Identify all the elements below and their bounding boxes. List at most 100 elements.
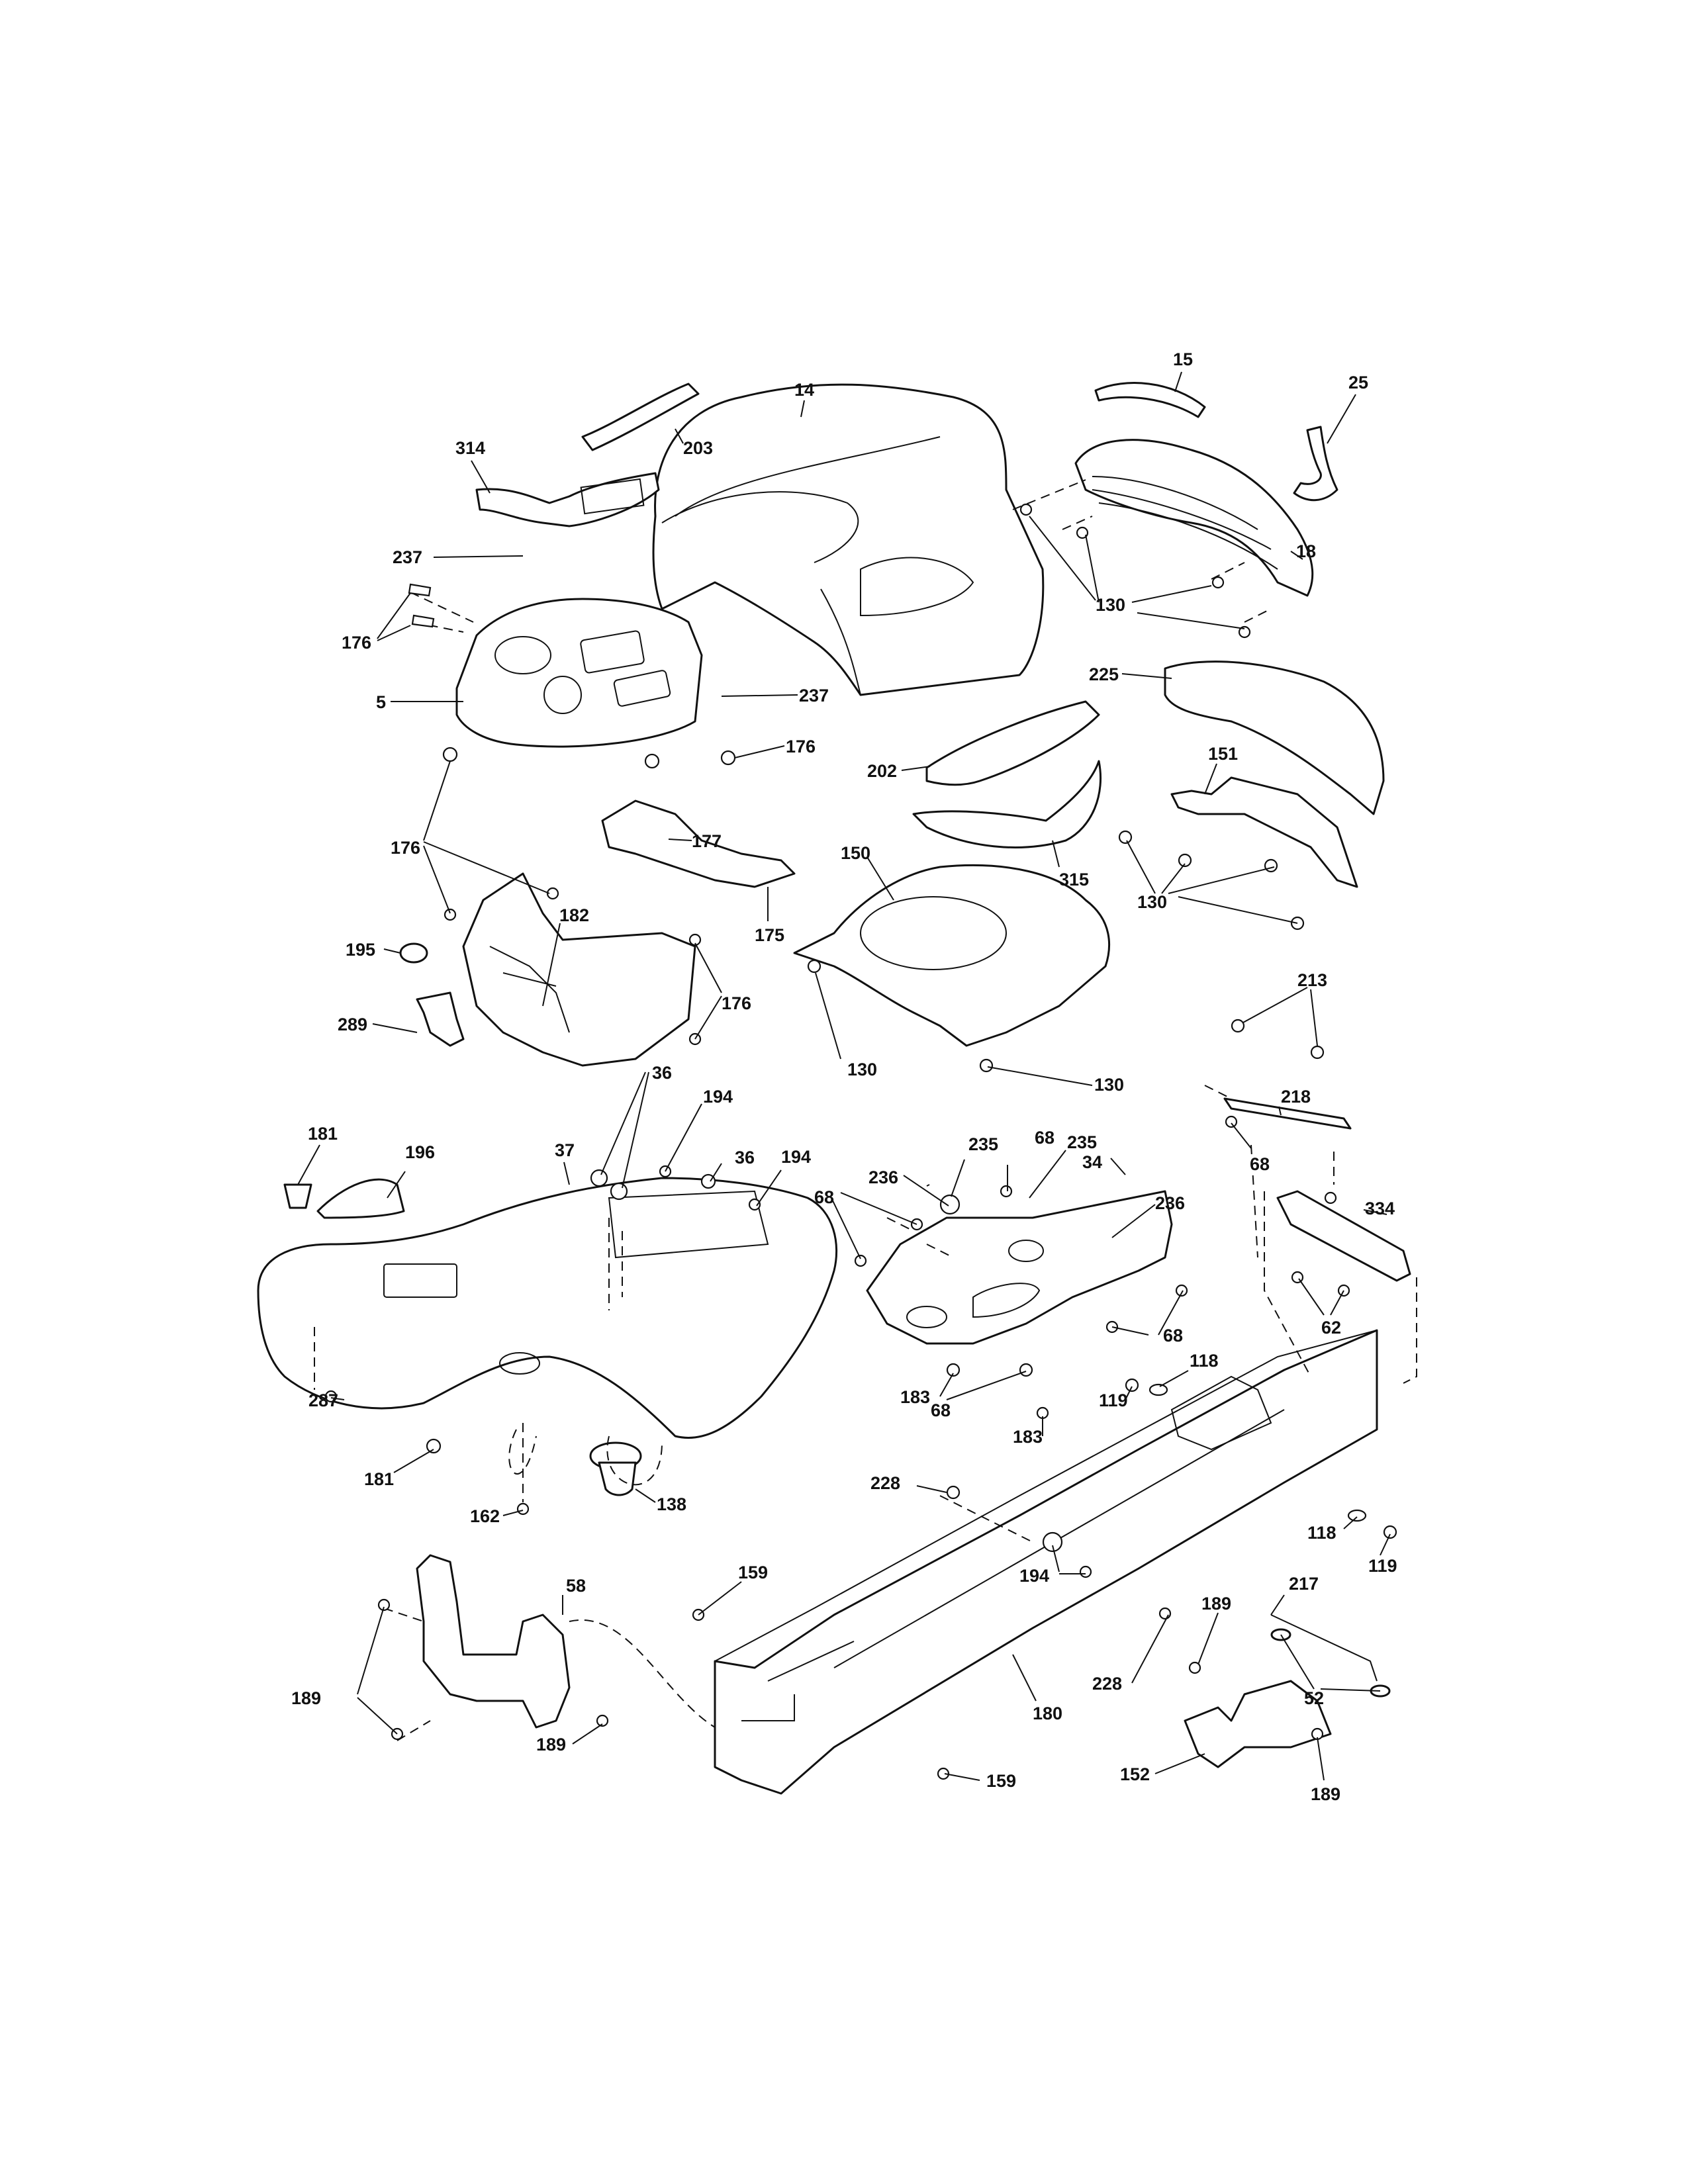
callout-18: 18	[1296, 541, 1316, 561]
callout-183: 183	[900, 1387, 930, 1407]
seat-bracket	[416, 1554, 571, 1729]
callout-162: 162	[470, 1506, 500, 1526]
callout-189: 189	[536, 1735, 566, 1754]
clip-bracket	[416, 991, 465, 1047]
callout-183: 183	[1013, 1427, 1043, 1447]
callout-118: 118	[1190, 1351, 1219, 1371]
callout-138: 138	[657, 1494, 686, 1514]
plug	[399, 942, 428, 964]
leader-lines	[297, 371, 1391, 1781]
callout-25: 25	[1348, 373, 1368, 392]
callout-119: 119	[1368, 1556, 1397, 1576]
callout-159: 159	[738, 1563, 768, 1582]
callout-176: 176	[342, 633, 371, 653]
callout-235: 235	[968, 1134, 998, 1154]
hood-bracket	[1170, 776, 1358, 888]
panel-strip-window	[580, 478, 645, 515]
callout-181: 181	[364, 1469, 394, 1489]
panel-strip	[475, 472, 660, 527]
callout-36: 36	[652, 1063, 672, 1083]
callout-68: 68	[814, 1187, 834, 1207]
callout-194: 194	[781, 1147, 811, 1167]
callout-189: 189	[1201, 1594, 1231, 1614]
callout-176: 176	[391, 838, 420, 858]
fender-pan	[257, 1177, 838, 1439]
callout-34: 34	[1082, 1152, 1102, 1172]
lower-console	[462, 872, 696, 1067]
callout-203: 203	[683, 438, 713, 458]
mount-bracket	[1276, 1190, 1411, 1282]
mounting-plate	[1223, 1097, 1352, 1130]
callout-213: 213	[1297, 970, 1327, 990]
callout-189: 189	[1311, 1784, 1340, 1804]
callout-150: 150	[841, 843, 870, 863]
callout-36: 36	[735, 1148, 755, 1167]
callout-14: 14	[794, 380, 814, 400]
callout-195: 195	[346, 940, 375, 960]
callout-237: 237	[799, 686, 829, 705]
callout-235: 235	[1067, 1132, 1097, 1152]
callout-68: 68	[931, 1400, 951, 1420]
callout-196: 196	[405, 1142, 435, 1162]
side-panel	[1164, 660, 1385, 815]
callout-289: 289	[338, 1015, 367, 1034]
callout-5: 5	[376, 692, 386, 712]
callout-315: 315	[1059, 870, 1089, 889]
callout-119: 119	[1099, 1390, 1128, 1410]
callout-189: 189	[291, 1688, 321, 1708]
callout-176: 176	[786, 737, 816, 756]
callout-225: 225	[1089, 664, 1119, 684]
fender-cap	[316, 1178, 405, 1219]
callout-217: 217	[1289, 1574, 1319, 1594]
callout-52: 52	[1304, 1688, 1324, 1708]
callout-202: 202	[867, 761, 897, 781]
callout-334: 334	[1365, 1199, 1395, 1218]
callout-130: 130	[847, 1060, 877, 1079]
callout-62: 62	[1321, 1318, 1341, 1338]
callout-159: 159	[986, 1771, 1016, 1791]
lens-cover	[912, 760, 1102, 848]
callout-labels: 14 15 25 314 203 237 18 130 176 5 237 17…	[291, 349, 1397, 1804]
callout-228: 228	[870, 1473, 900, 1493]
callout-314: 314	[455, 438, 485, 458]
callout-180: 180	[1033, 1704, 1062, 1723]
callout-175: 175	[755, 925, 784, 945]
trim-strip	[581, 383, 700, 451]
callout-130: 130	[1094, 1075, 1124, 1095]
callout-58: 58	[566, 1576, 586, 1596]
assembly-line	[314, 479, 1417, 1741]
callout-68: 68	[1250, 1154, 1270, 1174]
panel-bracket	[601, 799, 796, 888]
callout-287: 287	[308, 1390, 338, 1410]
grille	[1074, 439, 1314, 597]
callout-37: 37	[555, 1140, 575, 1160]
vent-frame	[925, 700, 1100, 786]
callout-152: 152	[1120, 1764, 1150, 1784]
callout-15: 15	[1173, 349, 1193, 369]
callout-68: 68	[1163, 1326, 1183, 1345]
clip	[1293, 426, 1338, 502]
lens-strip	[1094, 382, 1206, 418]
callout-194: 194	[703, 1087, 733, 1107]
callout-177: 177	[692, 831, 722, 851]
callout-236: 236	[868, 1167, 898, 1187]
callout-181: 181	[308, 1124, 338, 1144]
callout-130: 130	[1096, 595, 1125, 615]
callout-182: 182	[559, 905, 589, 925]
callout-151: 151	[1208, 744, 1238, 764]
cup-holder	[589, 1441, 642, 1496]
rod	[1270, 1614, 1378, 1682]
callout-236: 236	[1155, 1193, 1185, 1213]
callout-68: 68	[1035, 1128, 1055, 1148]
center-frame	[793, 864, 1111, 1047]
grommet	[283, 1183, 312, 1209]
dash-panel	[455, 598, 703, 748]
guard	[1184, 1680, 1332, 1768]
callout-176: 176	[722, 993, 751, 1013]
callout-194: 194	[1019, 1566, 1049, 1586]
plate	[866, 1190, 1173, 1345]
callout-118: 118	[1307, 1523, 1336, 1543]
callout-130: 130	[1137, 892, 1167, 912]
callout-237: 237	[393, 547, 422, 567]
